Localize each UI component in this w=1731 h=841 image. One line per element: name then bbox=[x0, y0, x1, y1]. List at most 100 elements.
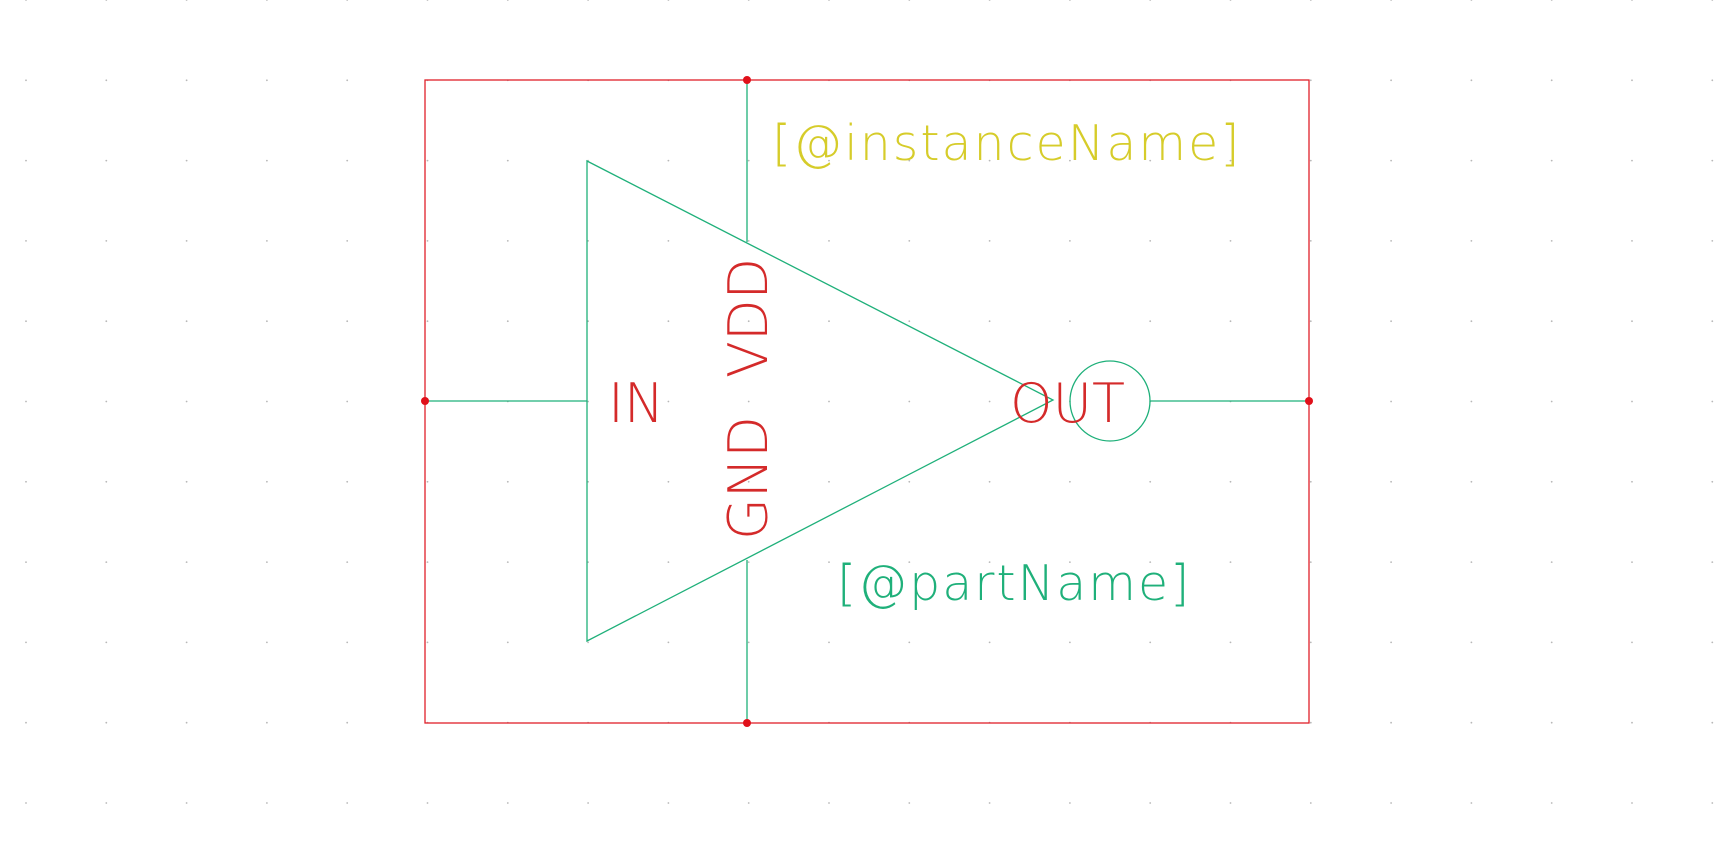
grid-dot bbox=[1229, 159, 1232, 162]
grid-dot bbox=[1149, 802, 1152, 804]
grid-dot bbox=[25, 721, 27, 724]
grid-dot bbox=[828, 0, 830, 1]
grid-dot bbox=[266, 641, 268, 644]
grid-dot bbox=[1631, 79, 1633, 82]
grid-dot bbox=[1711, 0, 1714, 1]
grid-dot bbox=[828, 159, 830, 162]
grid-dot bbox=[1711, 641, 1714, 644]
grid-dot bbox=[346, 79, 349, 82]
grid-dot bbox=[747, 641, 750, 644]
grid-dot bbox=[587, 641, 589, 644]
grid-dot bbox=[747, 0, 750, 1]
grid-dot bbox=[1309, 721, 1312, 724]
grid-dot bbox=[25, 561, 27, 563]
grid-dot bbox=[1631, 641, 1633, 644]
grid-dot bbox=[1069, 320, 1071, 323]
grid-dot bbox=[346, 159, 349, 162]
grid-dot bbox=[25, 320, 27, 323]
grid-dot bbox=[1550, 400, 1553, 403]
grid-dot bbox=[266, 400, 268, 403]
grid-dot bbox=[828, 802, 830, 804]
out-pin-label: OUT bbox=[1010, 372, 1125, 435]
grid-dot bbox=[1149, 320, 1152, 323]
gnd-pin-dot[interactable] bbox=[743, 719, 751, 727]
grid-dot bbox=[266, 802, 268, 804]
grid-dot bbox=[1631, 721, 1633, 724]
grid-dot bbox=[1550, 0, 1553, 1]
grid-dot bbox=[426, 802, 429, 804]
grid-dot bbox=[747, 240, 750, 242]
grid-dot bbox=[1711, 561, 1714, 563]
grid-dot bbox=[1390, 721, 1392, 724]
grid-dot bbox=[1631, 802, 1633, 804]
vdd-pin-dot[interactable] bbox=[743, 76, 751, 84]
in-pin-label: IN bbox=[608, 372, 664, 435]
grid-dot bbox=[105, 79, 108, 82]
grid-dot bbox=[506, 641, 509, 644]
grid-dot bbox=[988, 320, 991, 323]
grid-dot bbox=[1229, 802, 1232, 804]
grid-dot bbox=[1711, 802, 1714, 804]
grid-dot bbox=[105, 0, 108, 1]
grid-dot bbox=[908, 480, 911, 483]
grid-dot bbox=[667, 240, 670, 242]
grid-dot bbox=[747, 802, 750, 804]
grid-dot bbox=[1390, 561, 1392, 563]
grid-dot bbox=[426, 320, 429, 323]
grid-dot bbox=[1069, 159, 1071, 162]
grid-dot bbox=[1550, 320, 1553, 323]
in-pin-dot[interactable] bbox=[421, 397, 429, 405]
grid-dot bbox=[266, 159, 268, 162]
grid-dot bbox=[185, 240, 188, 242]
grid-dot bbox=[105, 561, 108, 563]
grid-dot bbox=[1069, 0, 1071, 1]
grid-dot bbox=[1390, 802, 1392, 804]
grid-dot bbox=[1309, 0, 1312, 1]
grid-dot bbox=[988, 641, 991, 644]
grid-dot bbox=[1390, 240, 1392, 242]
grid-dot bbox=[1470, 561, 1473, 563]
grid-dot bbox=[426, 0, 429, 1]
vdd-pin-label: VDD bbox=[717, 258, 780, 378]
out-pin-dot[interactable] bbox=[1305, 397, 1313, 405]
grid-dot bbox=[105, 802, 108, 804]
grid-dot bbox=[25, 400, 27, 403]
grid-dot bbox=[506, 159, 509, 162]
grid-dot bbox=[346, 0, 349, 1]
grid-dot bbox=[828, 480, 830, 483]
grid-dot bbox=[1470, 480, 1473, 483]
grid-dot bbox=[346, 802, 349, 804]
grid-dot bbox=[266, 721, 268, 724]
grid-dot bbox=[988, 400, 991, 403]
grid-dot bbox=[1309, 159, 1312, 162]
grid-dot bbox=[1470, 0, 1473, 1]
grid-dot bbox=[346, 480, 349, 483]
grid-dot bbox=[747, 320, 750, 323]
grid-dot bbox=[1631, 320, 1633, 323]
grid-dot bbox=[908, 400, 911, 403]
grid-dot bbox=[1309, 79, 1312, 82]
grid-dot bbox=[587, 0, 589, 1]
grid-dot bbox=[1309, 480, 1312, 483]
grid-dot bbox=[346, 641, 349, 644]
grid-dot bbox=[747, 480, 750, 483]
grid-dot bbox=[1309, 320, 1312, 323]
grid-dot bbox=[346, 400, 349, 403]
grid-dot bbox=[828, 641, 830, 644]
grid-dot bbox=[908, 641, 911, 644]
grid-dot bbox=[1470, 320, 1473, 323]
grid-dot bbox=[828, 400, 830, 403]
grid-dot bbox=[828, 561, 830, 563]
grid-dot bbox=[908, 0, 911, 1]
grid-dot bbox=[1550, 480, 1553, 483]
grid-dot bbox=[1631, 400, 1633, 403]
grid-dot bbox=[1550, 721, 1553, 724]
grid-dot bbox=[747, 159, 750, 162]
grid-dot bbox=[185, 641, 188, 644]
grid-dot bbox=[426, 240, 429, 242]
grid-dot bbox=[1631, 561, 1633, 563]
grid-dot bbox=[1631, 480, 1633, 483]
grid-dot bbox=[667, 400, 670, 403]
grid-dot bbox=[105, 480, 108, 483]
